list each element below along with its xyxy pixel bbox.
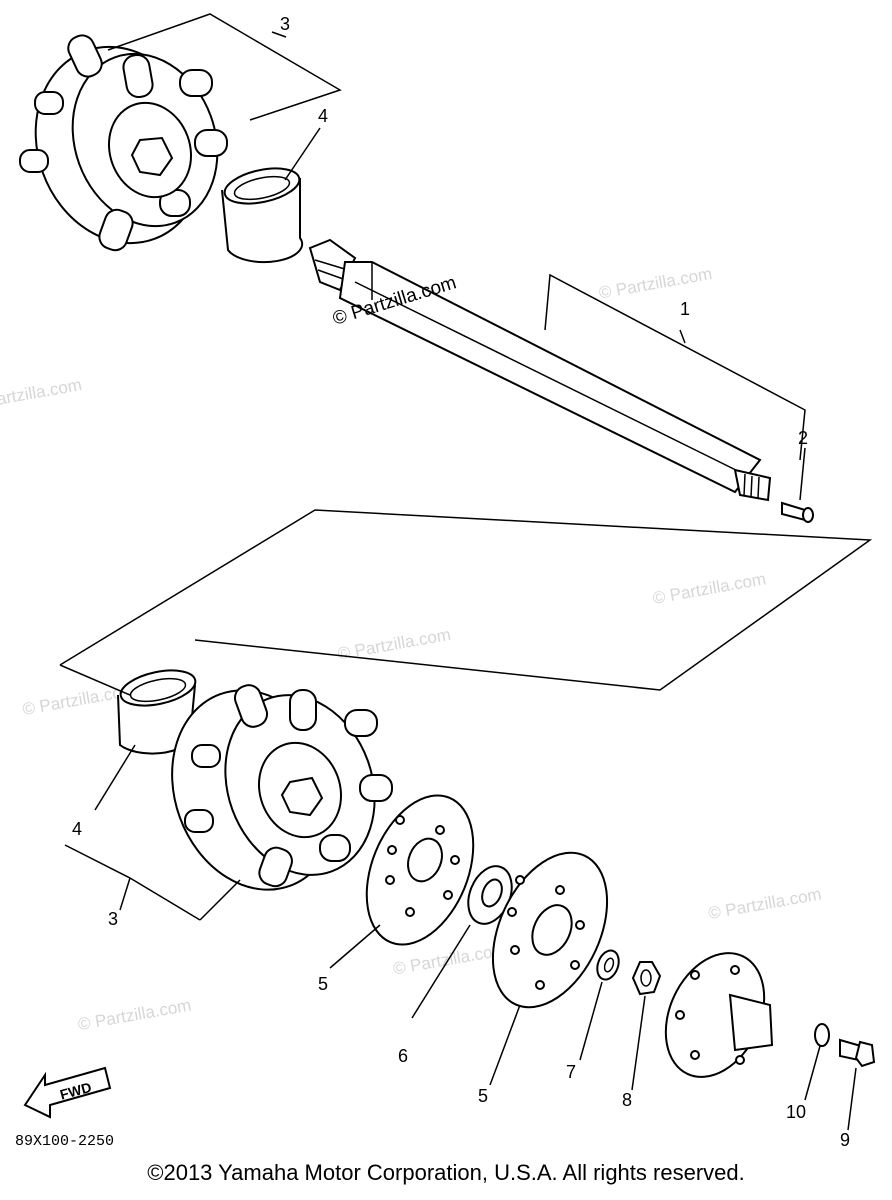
- plate-right: [491, 851, 609, 1009]
- callout-4-top: 4: [318, 106, 328, 126]
- callout-7: 7: [566, 1062, 576, 1082]
- bearing: [467, 865, 513, 925]
- bushing-bottom: [117, 669, 197, 755]
- plate-left: [365, 794, 475, 946]
- watermark: © Partzilla.com: [707, 884, 823, 923]
- drive-shaft: [308, 238, 772, 502]
- fwd-arrow-icon: FWD: [23, 1066, 112, 1119]
- sprocket-bottom: [171, 684, 393, 891]
- callout-1: 1: [680, 299, 690, 319]
- fwd-label: FWD: [58, 1079, 93, 1103]
- hub-flange: [664, 952, 774, 1078]
- nut: [631, 961, 662, 996]
- callout-2: 2: [798, 428, 808, 448]
- callout-8: 8: [622, 1090, 632, 1110]
- bushing-top: [221, 167, 304, 264]
- watermark: © Partzilla.com: [597, 264, 713, 303]
- sprocket-top: [19, 34, 228, 252]
- callout-6: 6: [398, 1046, 408, 1066]
- callout-3-bottom: 3: [108, 909, 118, 929]
- part-code: 89X100-2250: [15, 1133, 114, 1150]
- callout-5-left: 5: [318, 974, 328, 994]
- washer: [596, 949, 620, 981]
- callout-9: 9: [840, 1130, 850, 1150]
- copyright-footer: ©2013 Yamaha Motor Corporation, U.S.A. A…: [147, 1160, 745, 1185]
- callout-10: 10: [786, 1102, 806, 1122]
- watermark: © Partzilla.com: [392, 940, 508, 979]
- lock-washer: [814, 1023, 830, 1047]
- bolt: [839, 1038, 876, 1068]
- callout-3-top: 3: [280, 14, 290, 34]
- watermark: © Partzilla.com: [651, 569, 767, 608]
- callout-4-bottom: 4: [72, 819, 82, 839]
- watermark: © Partzilla.com: [0, 375, 83, 414]
- callout-5-right: 5: [478, 1086, 488, 1106]
- leader-lines: [59, 13, 873, 1131]
- watermark: © Partzilla.com: [77, 996, 193, 1035]
- pin: [781, 501, 814, 523]
